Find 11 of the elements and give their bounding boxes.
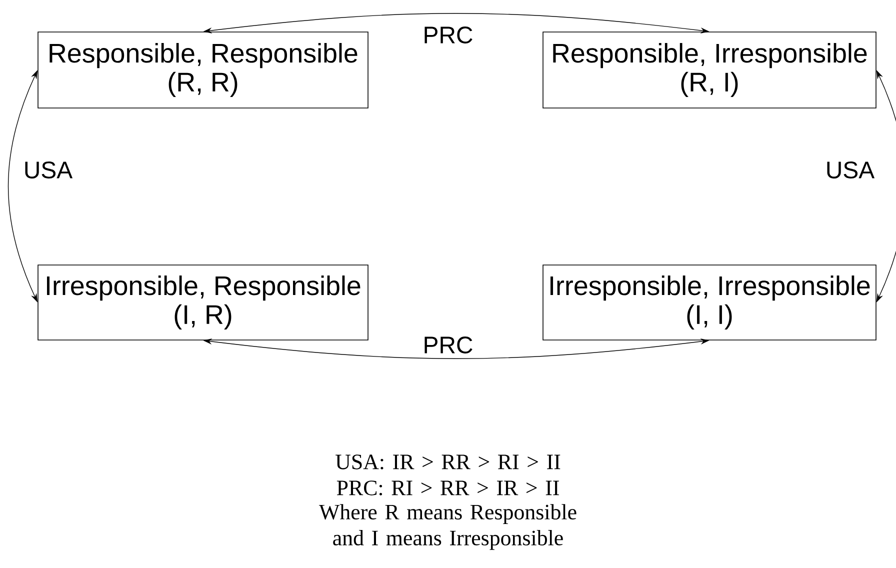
edge-label: USA	[22, 160, 74, 180]
edge-label: USA	[824, 160, 876, 180]
state-box: Irresponsible, Responsible (I, R)	[38, 264, 368, 340]
state-box: Responsible, Irresponsible (R, I)	[542, 32, 876, 108]
state-box: Irresponsible, Irresponsible (I, I)	[542, 264, 876, 340]
edge-label: PRC	[422, 26, 474, 44]
note-text: Where R means Responsible and I means Irresponsible	[318, 504, 576, 550]
note-text: PRC: RI > RR > IR > II	[336, 480, 559, 496]
state-box: Responsible, Responsible (R, R)	[38, 32, 368, 108]
edge-label: PRC	[422, 336, 474, 354]
note-text: USA: IR > RR > RI > II	[336, 454, 560, 470]
